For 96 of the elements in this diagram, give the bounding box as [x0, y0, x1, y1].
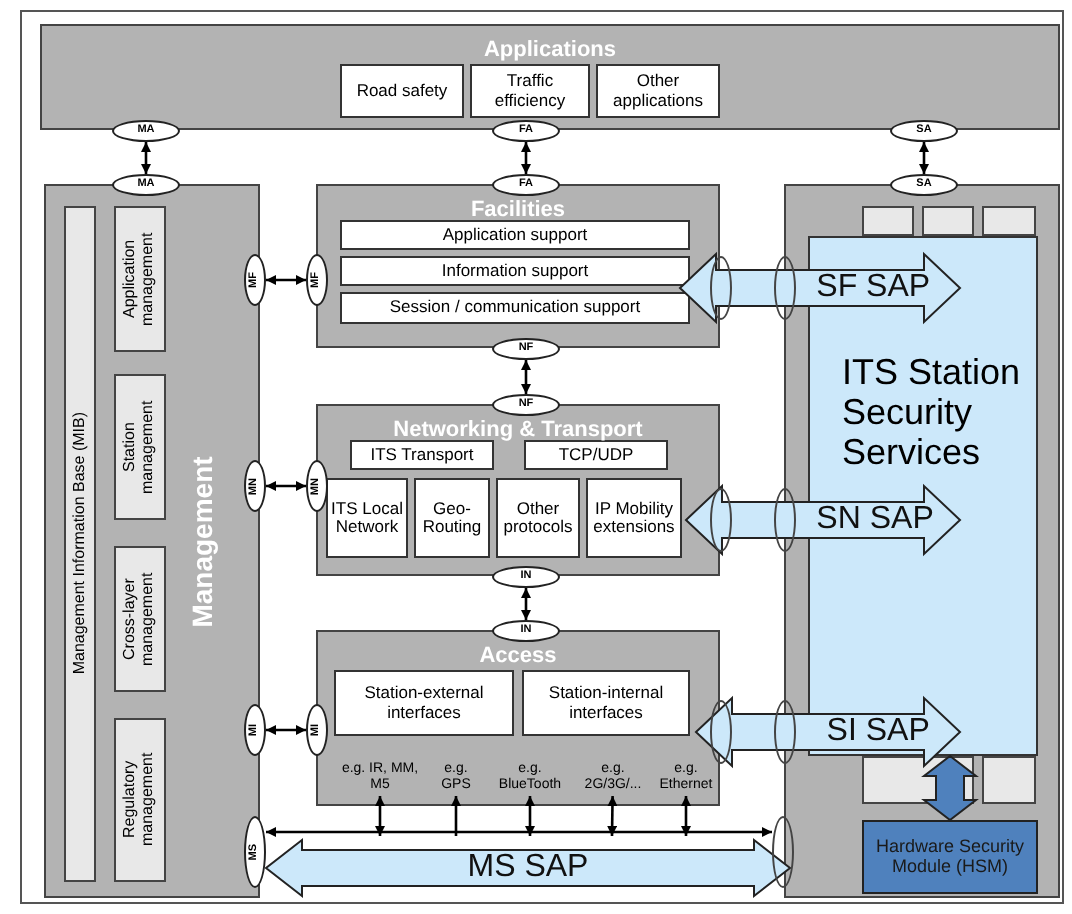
double-arrow — [266, 827, 772, 837]
slot-box — [982, 206, 1036, 236]
hsm-box — [862, 820, 1038, 894]
security-services-label: ITS Station Security Services — [842, 354, 1023, 473]
panel-title: Management — [186, 455, 218, 627]
module-box — [350, 440, 494, 470]
block-arrow — [264, 837, 792, 899]
module-label: Station-internal interfaces — [546, 684, 666, 722]
module-box — [596, 64, 720, 118]
sap-ellipse — [244, 254, 266, 306]
sap-ellipse — [244, 816, 266, 888]
sap-ellipse — [244, 704, 266, 756]
module-label: Information support — [441, 261, 589, 281]
hsm-label: Hardware Security Module (HSM) — [873, 837, 1027, 877]
slot-box — [982, 756, 1036, 804]
sap-ellipse — [492, 394, 560, 416]
management-panel — [44, 184, 260, 898]
edge-label: SN SAP — [816, 504, 934, 536]
security-panel — [784, 184, 1060, 898]
block-arrow — [694, 695, 962, 769]
module-label: Session / communication support — [389, 298, 641, 318]
sap-ellipse — [112, 174, 180, 196]
slot-box — [922, 206, 974, 236]
module-box — [524, 440, 668, 470]
sap-ellipse — [244, 460, 266, 512]
module-box — [414, 478, 490, 558]
layer-panel — [316, 404, 720, 576]
module-label: ITS Local Network — [329, 499, 405, 537]
double-arrow — [919, 142, 929, 174]
module-label: Application management — [122, 230, 158, 330]
module-box — [340, 64, 464, 118]
module-label: Traffic efficiency — [492, 72, 568, 110]
double-arrow — [266, 725, 306, 735]
module-label: Station management — [122, 398, 158, 498]
module-label: Road safety — [356, 81, 448, 101]
layer-panel — [316, 630, 720, 806]
double-arrow — [521, 360, 531, 394]
module-label: Other applications — [611, 72, 705, 110]
sap-ellipse — [492, 338, 560, 360]
module-box — [522, 670, 690, 736]
layer-panel — [316, 184, 720, 348]
arrow — [451, 796, 461, 836]
layer-panel — [40, 24, 1060, 130]
double-arrow — [681, 796, 691, 836]
management-box — [114, 546, 166, 692]
sap-ellipse — [492, 620, 560, 642]
module-box — [340, 220, 690, 250]
mib-label: Management Information Base (MIB) — [71, 412, 89, 676]
module-box — [470, 64, 590, 118]
module-box — [326, 478, 408, 558]
layer-title: Facilities — [470, 198, 566, 222]
module-box — [586, 478, 682, 558]
layer-title: Access — [479, 644, 557, 668]
module-box — [334, 670, 514, 736]
block-arrow — [921, 754, 979, 822]
management-box — [114, 718, 166, 882]
mib-strip — [64, 206, 96, 882]
double-arrow — [375, 796, 385, 836]
sap-ellipse — [492, 174, 560, 196]
double-arrow — [521, 142, 531, 174]
block-arrow — [684, 483, 962, 557]
module-label: Other protocols — [501, 499, 575, 537]
module-label: Station-external interfaces — [362, 684, 486, 722]
sap-ellipse — [890, 174, 958, 196]
edge-label: SF SAP — [816, 272, 931, 304]
module-label: TCP/UDP — [558, 445, 634, 465]
slot-box — [862, 206, 914, 236]
module-label: Cross-layer management — [122, 570, 158, 670]
sap-ellipse — [306, 254, 328, 306]
module-label: Application support — [442, 225, 588, 245]
module-label: Geo-Routing — [420, 499, 484, 537]
sap-ellipse — [306, 704, 328, 756]
module-box — [340, 292, 690, 324]
sap-ellipse — [492, 566, 560, 588]
management-box — [114, 206, 166, 352]
block-arrow — [678, 251, 962, 325]
double-arrow — [141, 142, 151, 174]
module-label: Regulatory management — [122, 750, 158, 851]
edge-label: MS SAP — [467, 852, 589, 884]
sap-ellipse — [492, 120, 560, 142]
management-box — [114, 374, 166, 520]
module-box — [340, 256, 690, 286]
edge-label: SI SAP — [826, 716, 930, 748]
module-box — [496, 478, 580, 558]
sap-ellipse — [112, 120, 180, 142]
double-arrow — [607, 796, 618, 836]
sap-ellipse — [890, 120, 958, 142]
layer-title: Applications — [484, 38, 616, 62]
sap-ellipse — [306, 460, 328, 512]
double-arrow — [266, 481, 306, 491]
double-arrow — [266, 275, 306, 285]
module-label: IP Mobility extensions — [591, 499, 677, 537]
double-arrow — [521, 588, 531, 620]
module-label: ITS Transport — [370, 445, 474, 465]
layer-title: Networking & Transport — [393, 418, 643, 442]
double-arrow — [525, 796, 535, 836]
